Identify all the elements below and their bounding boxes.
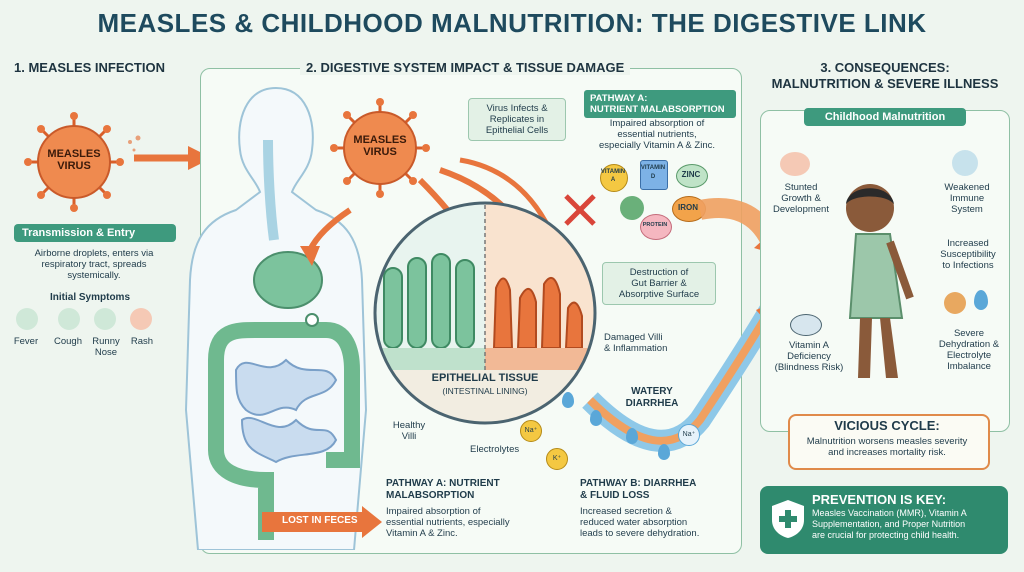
section1-heading: 1. MEASLES INFECTION [14, 60, 165, 75]
vitamin-d-icon [640, 160, 668, 190]
page-title: MEASLES & CHILDHOOD MALNUTRITION: THE DI… [97, 8, 927, 38]
droplet-icon [590, 410, 602, 426]
droplet-icon [626, 428, 638, 444]
damaged-villi-label: Damaged Villi & Inflammation [604, 332, 668, 354]
broken-shield-icon [952, 150, 978, 176]
destruction-label: Destruction of Gut Barrier & Absorptive … [602, 262, 716, 305]
shield-cross-icon [772, 500, 804, 538]
prevention-text: Measles Vaccination (MMR), Vitamin A Sup… [812, 508, 967, 540]
droplet-icon [974, 290, 988, 310]
droplet-icon [658, 444, 670, 460]
virus-label-middle: MEASLES VIRUS [353, 134, 407, 158]
section2-heading: 2. DIGESTIVE SYSTEM IMPACT & TISSUE DAMA… [300, 60, 631, 75]
cough-icon [58, 308, 80, 330]
rash-icon [130, 308, 152, 330]
stunted-growth-label: Stunted Growth & Development [773, 182, 829, 215]
pathway-b-title: PATHWAY B: DIARRHEA & FLUID LOSS [580, 478, 697, 501]
lost-in-feces-label: LOST IN FECES [282, 515, 358, 526]
electrolytes-label: Electrolytes [470, 444, 520, 455]
sodium-ion-2: Na⁺ [678, 424, 700, 446]
vicious-cycle-text: Malnutrition worsens measles severity an… [806, 436, 968, 458]
vitamin-d-label: VITAMIN D [640, 165, 666, 180]
thermometer-icon [16, 308, 38, 330]
dehydration-label: Severe Dehydration & Electrolyte Imbalan… [938, 328, 1000, 372]
pathway-a-bottom-title: PATHWAY A: NUTRIENT MALABSORPTION [386, 478, 500, 501]
virus-infects-label: Virus Infects & Replicates in Epithelial… [468, 98, 566, 141]
epithelial-tissue-magnifier [373, 201, 597, 425]
symptoms-title: Initial Symptoms [49, 292, 130, 303]
droplet-icon [562, 392, 574, 408]
section3-heading: 3. CONSEQUENCES: MALNUTRITION & SEVERE I… [771, 60, 999, 91]
brain-ruler-icon [780, 152, 810, 176]
protein-label: PROTEIN [642, 222, 668, 228]
malnutrition-label: Childhood Malnutrition [804, 108, 966, 126]
sodium-ion: Na⁺ [520, 420, 542, 442]
pathway-b-text: Increased secretion & reduced water abso… [580, 506, 700, 539]
symptom-runny-nose: Runny Nose [92, 336, 120, 358]
healthy-villi-label: Healthy Villi [392, 420, 426, 442]
blocked-x-icon [564, 194, 596, 226]
iron-label: IRON [678, 203, 698, 212]
eye-icon [790, 314, 822, 336]
symptoms-list: Fever Cough Runny Nose Rash [6, 308, 176, 368]
nose-icon [94, 308, 116, 330]
leaf-icon [620, 196, 644, 220]
vitamin-a-deficiency-label: Vitamin A Deficiency (Blindness Risk) [774, 340, 844, 373]
susceptibility-label: Increased Susceptibility to Infections [940, 238, 996, 271]
prevention-title: PREVENTION IS KEY: [812, 492, 947, 507]
symptom-fever: Fever [13, 336, 39, 347]
child-illustration [846, 184, 914, 378]
zinc-label: ZINC [681, 170, 701, 179]
tissue-title: EPITHELIAL TISSUE [431, 372, 539, 384]
zinc-icon [676, 164, 708, 188]
watery-diarrhea-label: WATERY DIARRHEA [625, 386, 679, 409]
pathway-a-bottom-text: Impaired absorption of essential nutrien… [386, 506, 510, 539]
pathway-a-top-text: Impaired absorption of essential nutrien… [599, 118, 715, 151]
symptom-rash: Rash [130, 336, 154, 347]
vitamin-a-label: VITAMIN A [600, 169, 626, 183]
transmission-text: Airborne droplets, enters via respirator… [34, 248, 154, 281]
body-digestive-illustration [184, 86, 368, 550]
transmission-title: Transmission & Entry [14, 224, 176, 242]
measles-virus-middle-icon [330, 98, 430, 198]
vicious-cycle-title: VICIOUS CYCLE: [834, 418, 940, 433]
weakened-immune-label: Weakened Immune System [944, 182, 990, 215]
tissue-subtitle: (INTESTINAL LINING) [442, 386, 528, 396]
virus-label-left: MEASLES VIRUS [47, 148, 101, 172]
potassium-ion: K⁺ [546, 448, 568, 470]
germ-icon [944, 292, 966, 314]
lost-in-feces-arrow [262, 506, 382, 538]
measles-virus-icon [24, 112, 124, 212]
pathway-a-header: PATHWAY A: NUTRIENT MALABSORPTION [584, 90, 736, 118]
symptom-cough: Cough [54, 336, 82, 347]
protein-icon [640, 214, 672, 240]
vicious-cycle-box [788, 414, 990, 470]
vitamin-a-icon [600, 164, 628, 192]
